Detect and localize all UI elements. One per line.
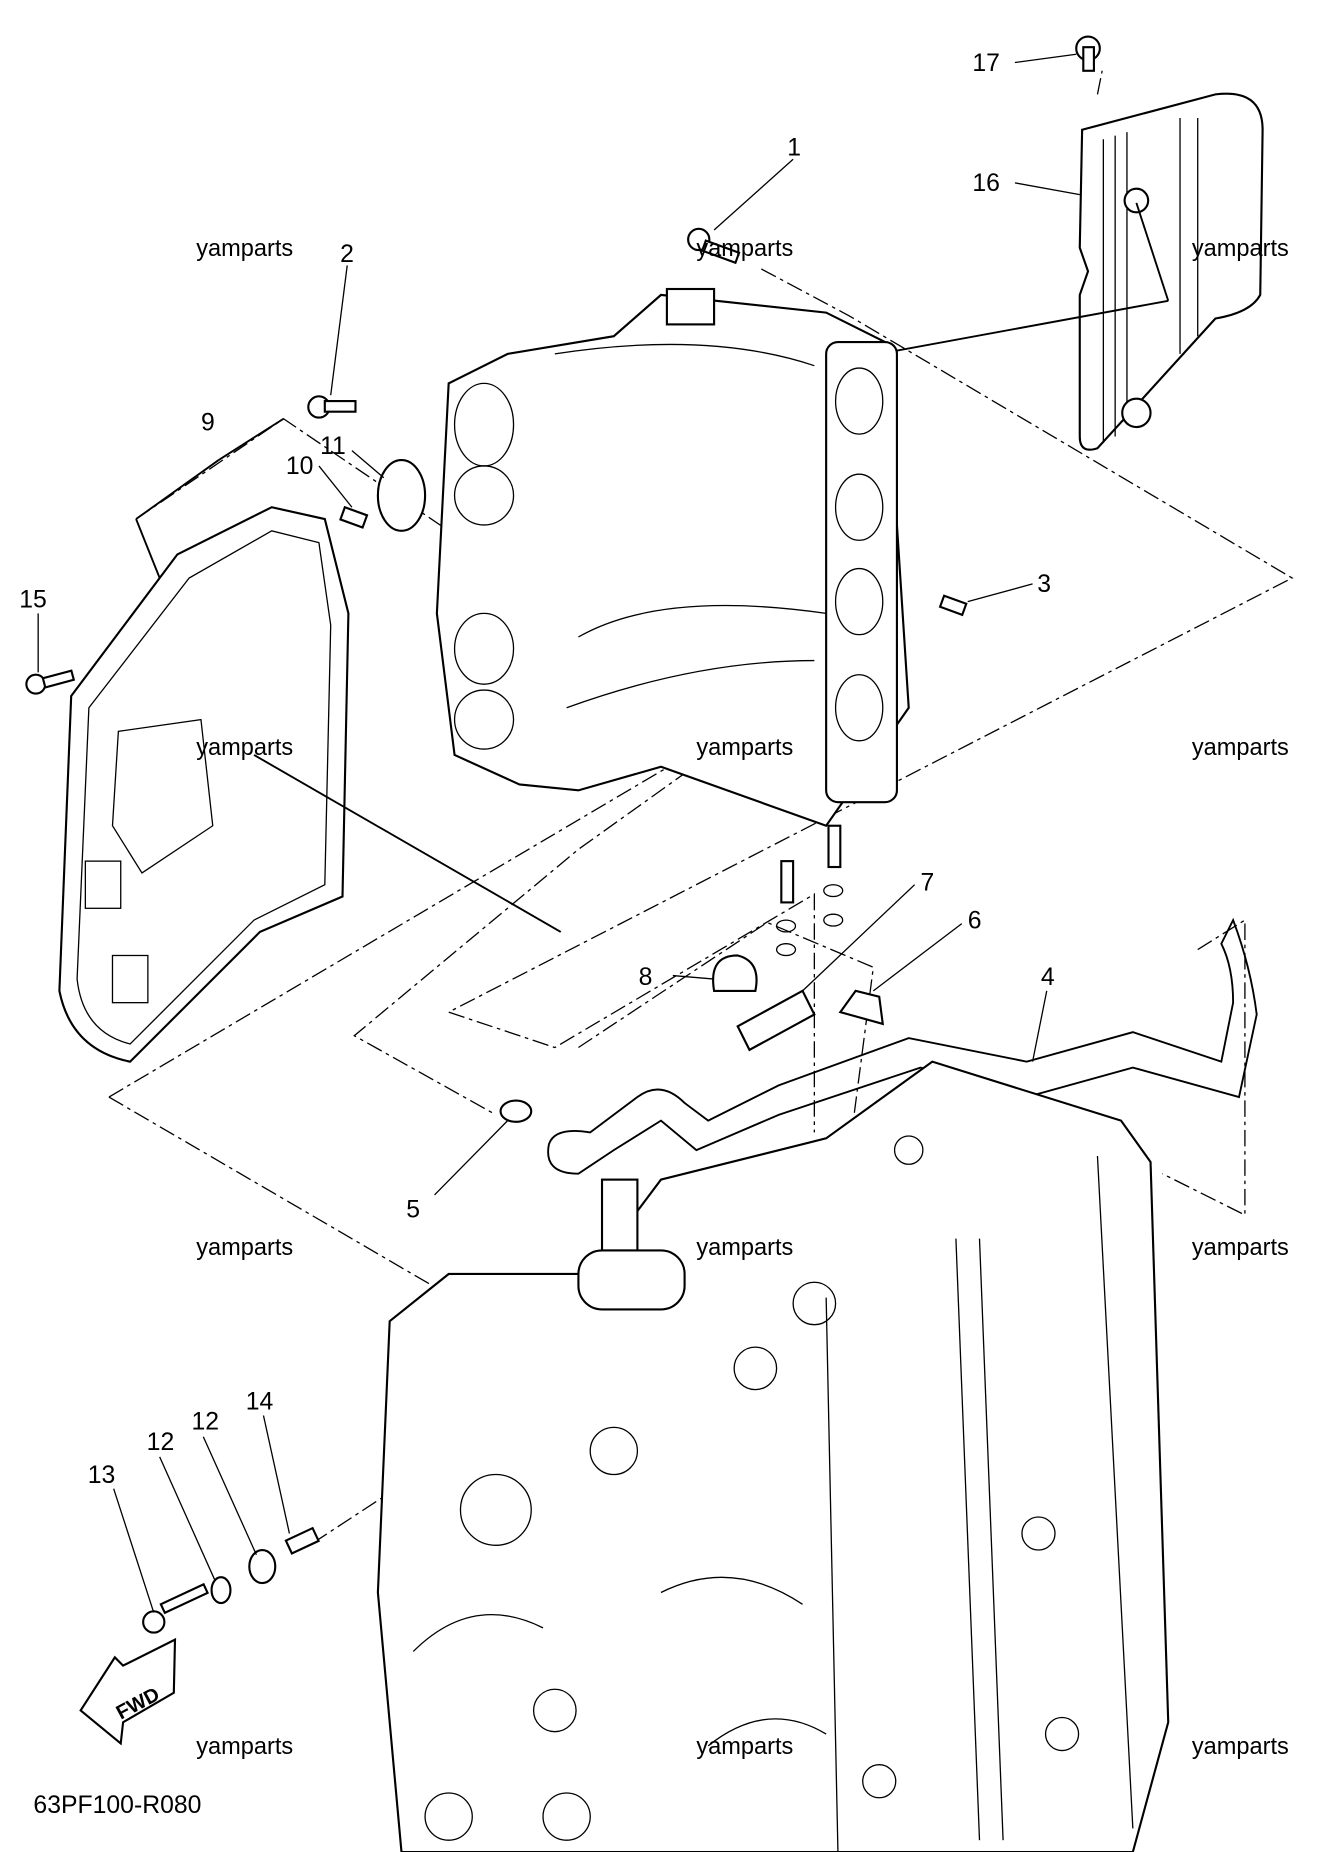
label-11: 11 (320, 433, 346, 460)
label-5: 5 (406, 1196, 420, 1223)
watermark: yamparts (1192, 734, 1289, 760)
label-15: 15 (19, 587, 47, 614)
watermark: yamparts (696, 1733, 793, 1759)
watermark: yamparts (696, 734, 793, 760)
intake-manifold[interactable] (435, 287, 910, 828)
part-14-collar[interactable] (284, 1526, 321, 1555)
watermark: yamparts (196, 235, 293, 261)
watermark: yamparts (1192, 235, 1289, 261)
label-6: 6 (968, 907, 982, 934)
label-14: 14 (246, 1389, 274, 1416)
watermark: yamparts (1192, 1733, 1289, 1759)
part-9-silencer[interactable] (58, 506, 562, 1063)
label-12a: 12 (147, 1429, 175, 1456)
label-2: 2 (340, 241, 354, 268)
label-9: 9 (201, 410, 215, 437)
label-13: 13 (88, 1462, 116, 1489)
label-1: 1 (787, 135, 801, 162)
leader-lines (37, 53, 1080, 1613)
part-10-dowel[interactable] (339, 505, 369, 529)
label-17: 17 (972, 50, 1000, 77)
part-11-oring[interactable] (376, 458, 427, 532)
watermarks: yamparts yamparts yamparts yamparts yamp… (196, 235, 1289, 1759)
watermark: yamparts (196, 734, 293, 760)
watermark: yamparts (696, 235, 793, 261)
part-12-collar-a[interactable] (210, 1576, 232, 1605)
watermark: yamparts (196, 1234, 293, 1260)
part-7-bracket[interactable] (736, 989, 816, 1052)
part-3-dowel[interactable] (938, 594, 968, 617)
part-4-hose[interactable] (547, 917, 1258, 1175)
part-6-bracket[interactable] (838, 989, 885, 1026)
part-8-clamp[interactable] (712, 954, 758, 992)
part-16-cover[interactable] (879, 92, 1264, 451)
part-2-bolt[interactable] (307, 395, 357, 419)
watermark: yamparts (1192, 1234, 1289, 1260)
part-13-bolt[interactable] (142, 1582, 210, 1634)
diagram-code: 63PF100-R080 (33, 1792, 201, 1819)
part-15-bolt[interactable] (25, 669, 76, 695)
part-5-clamp[interactable] (499, 1099, 533, 1123)
part-17-screw[interactable] (1075, 35, 1101, 72)
label-10: 10 (286, 453, 314, 480)
part-1-bolt[interactable] (687, 227, 741, 265)
part-12-collar-b[interactable] (248, 1548, 277, 1585)
label-3: 3 (1037, 571, 1051, 598)
label-7: 7 (921, 870, 935, 897)
watermark: yamparts (196, 1733, 293, 1759)
label-8: 8 (639, 964, 653, 991)
leader-9 (135, 518, 161, 579)
watermark: yamparts (696, 1234, 793, 1260)
label-12b: 12 (192, 1409, 220, 1436)
engine-block[interactable] (376, 1060, 1170, 1852)
fwd-arrow-icon: FWD (79, 1637, 177, 1746)
leader-9c (218, 417, 285, 461)
label-4: 4 (1041, 964, 1055, 991)
label-16: 16 (972, 170, 1000, 197)
leader-9b (135, 459, 220, 520)
bolts-washers (775, 824, 844, 957)
